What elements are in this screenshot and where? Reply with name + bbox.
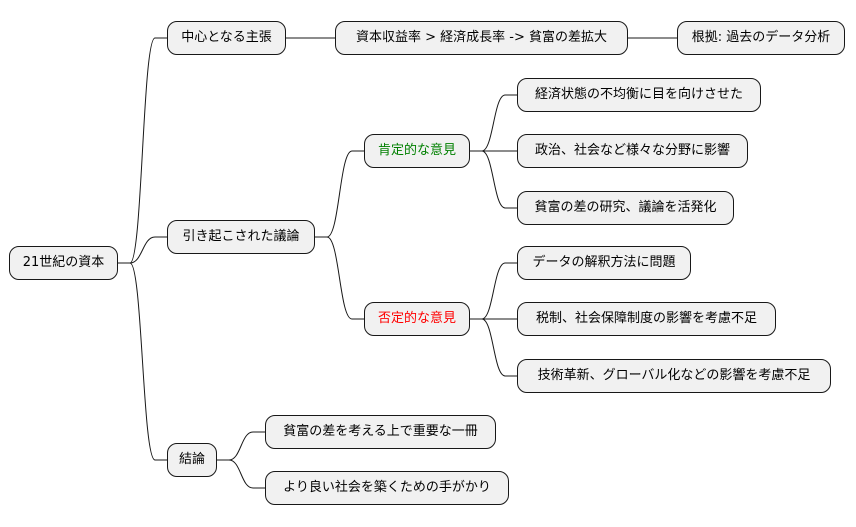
node-claim-statement: 資本収益率 > 経済成長率 -> 貧富の差拡大 [335,21,628,55]
node-positive-opinion: 肯定的な意見 [364,134,470,168]
connector-node-root-to-node-conclusion [118,262,167,461]
node-central-claim: 中心となる主張 [167,21,286,55]
node-conclusion: 結論 [167,443,217,477]
connector-node-debate-to-node-negative-opinion [315,236,364,320]
connector-node-debate-to-node-positive-opinion [315,150,364,238]
node-negative-opinion: 否定的な意見 [364,302,470,336]
node-claim-basis: 根拠: 過去のデータ分析 [677,21,845,55]
connector-node-root-to-node-central-claim [118,37,167,264]
connector-node-conclusion-to-node-conclusion-1 [217,431,265,461]
node-positive-3: 貧富の差の研究、議論を活発化 [517,191,734,225]
node-conclusion-2: より良い社会を築くための手がかり [265,471,509,505]
node-negative-3: 技術革新、グローバル化などの影響を考慮不足 [517,359,831,393]
connector-node-positive-opinion-to-node-positive-3 [470,150,517,209]
node-conclusion-1: 貧富の差を考える上で重要な一冊 [265,415,496,449]
connector-node-conclusion-to-node-conclusion-2 [217,459,265,489]
connector-node-root-to-node-debate [118,236,167,264]
connector-node-negative-opinion-to-node-negative-3 [470,318,517,377]
node-positive-1: 経済状態の不均衡に目を向けさせた [517,78,761,112]
node-positive-2: 政治、社会など様々な分野に影響 [517,134,748,168]
node-negative-1: データの解釈方法に問題 [517,246,691,280]
connector-node-negative-opinion-to-node-negative-1 [470,262,517,320]
connector-node-positive-opinion-to-node-positive-1 [470,94,517,152]
node-debate: 引き起こされた議論 [167,220,315,254]
node-root: 21世紀の資本 [9,246,118,280]
node-negative-2: 税制、社会保障制度の影響を考慮不足 [517,302,776,336]
